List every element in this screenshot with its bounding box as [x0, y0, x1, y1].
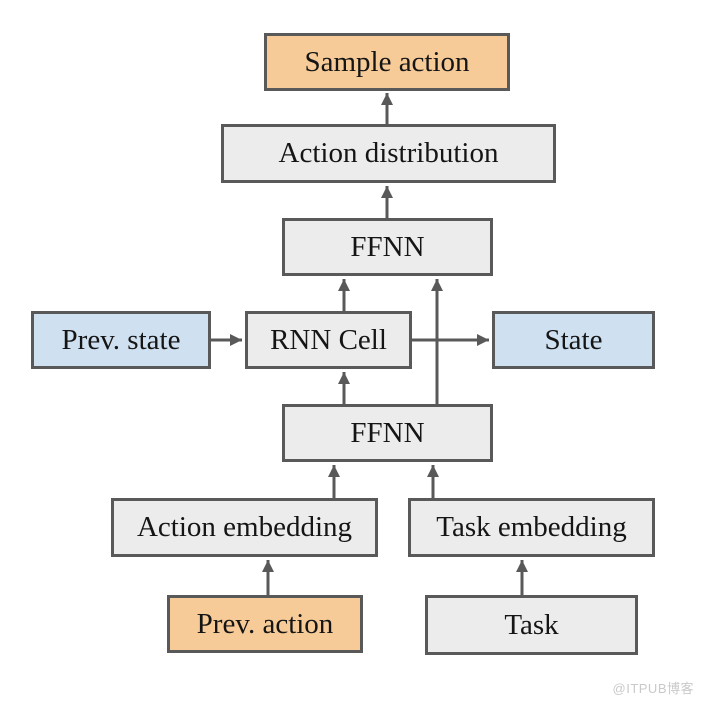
node-prev-action: Prev. action — [167, 595, 363, 653]
node-sample-action: Sample action — [264, 33, 510, 91]
node-task-embedding: Task embedding — [408, 498, 655, 557]
node-task: Task — [425, 595, 638, 655]
node-state: State — [492, 311, 655, 369]
node-prev-state: Prev. state — [31, 311, 211, 369]
watermark: @ITPUB博客 — [612, 681, 694, 696]
node-ffnn-top: FFNN — [282, 218, 493, 276]
node-action-distribution: Action distribution — [221, 124, 556, 183]
node-action-embedding: Action embedding — [111, 498, 378, 557]
node-rnn-cell: RNN Cell — [245, 311, 412, 369]
node-ffnn-bottom: FFNN — [282, 404, 493, 462]
